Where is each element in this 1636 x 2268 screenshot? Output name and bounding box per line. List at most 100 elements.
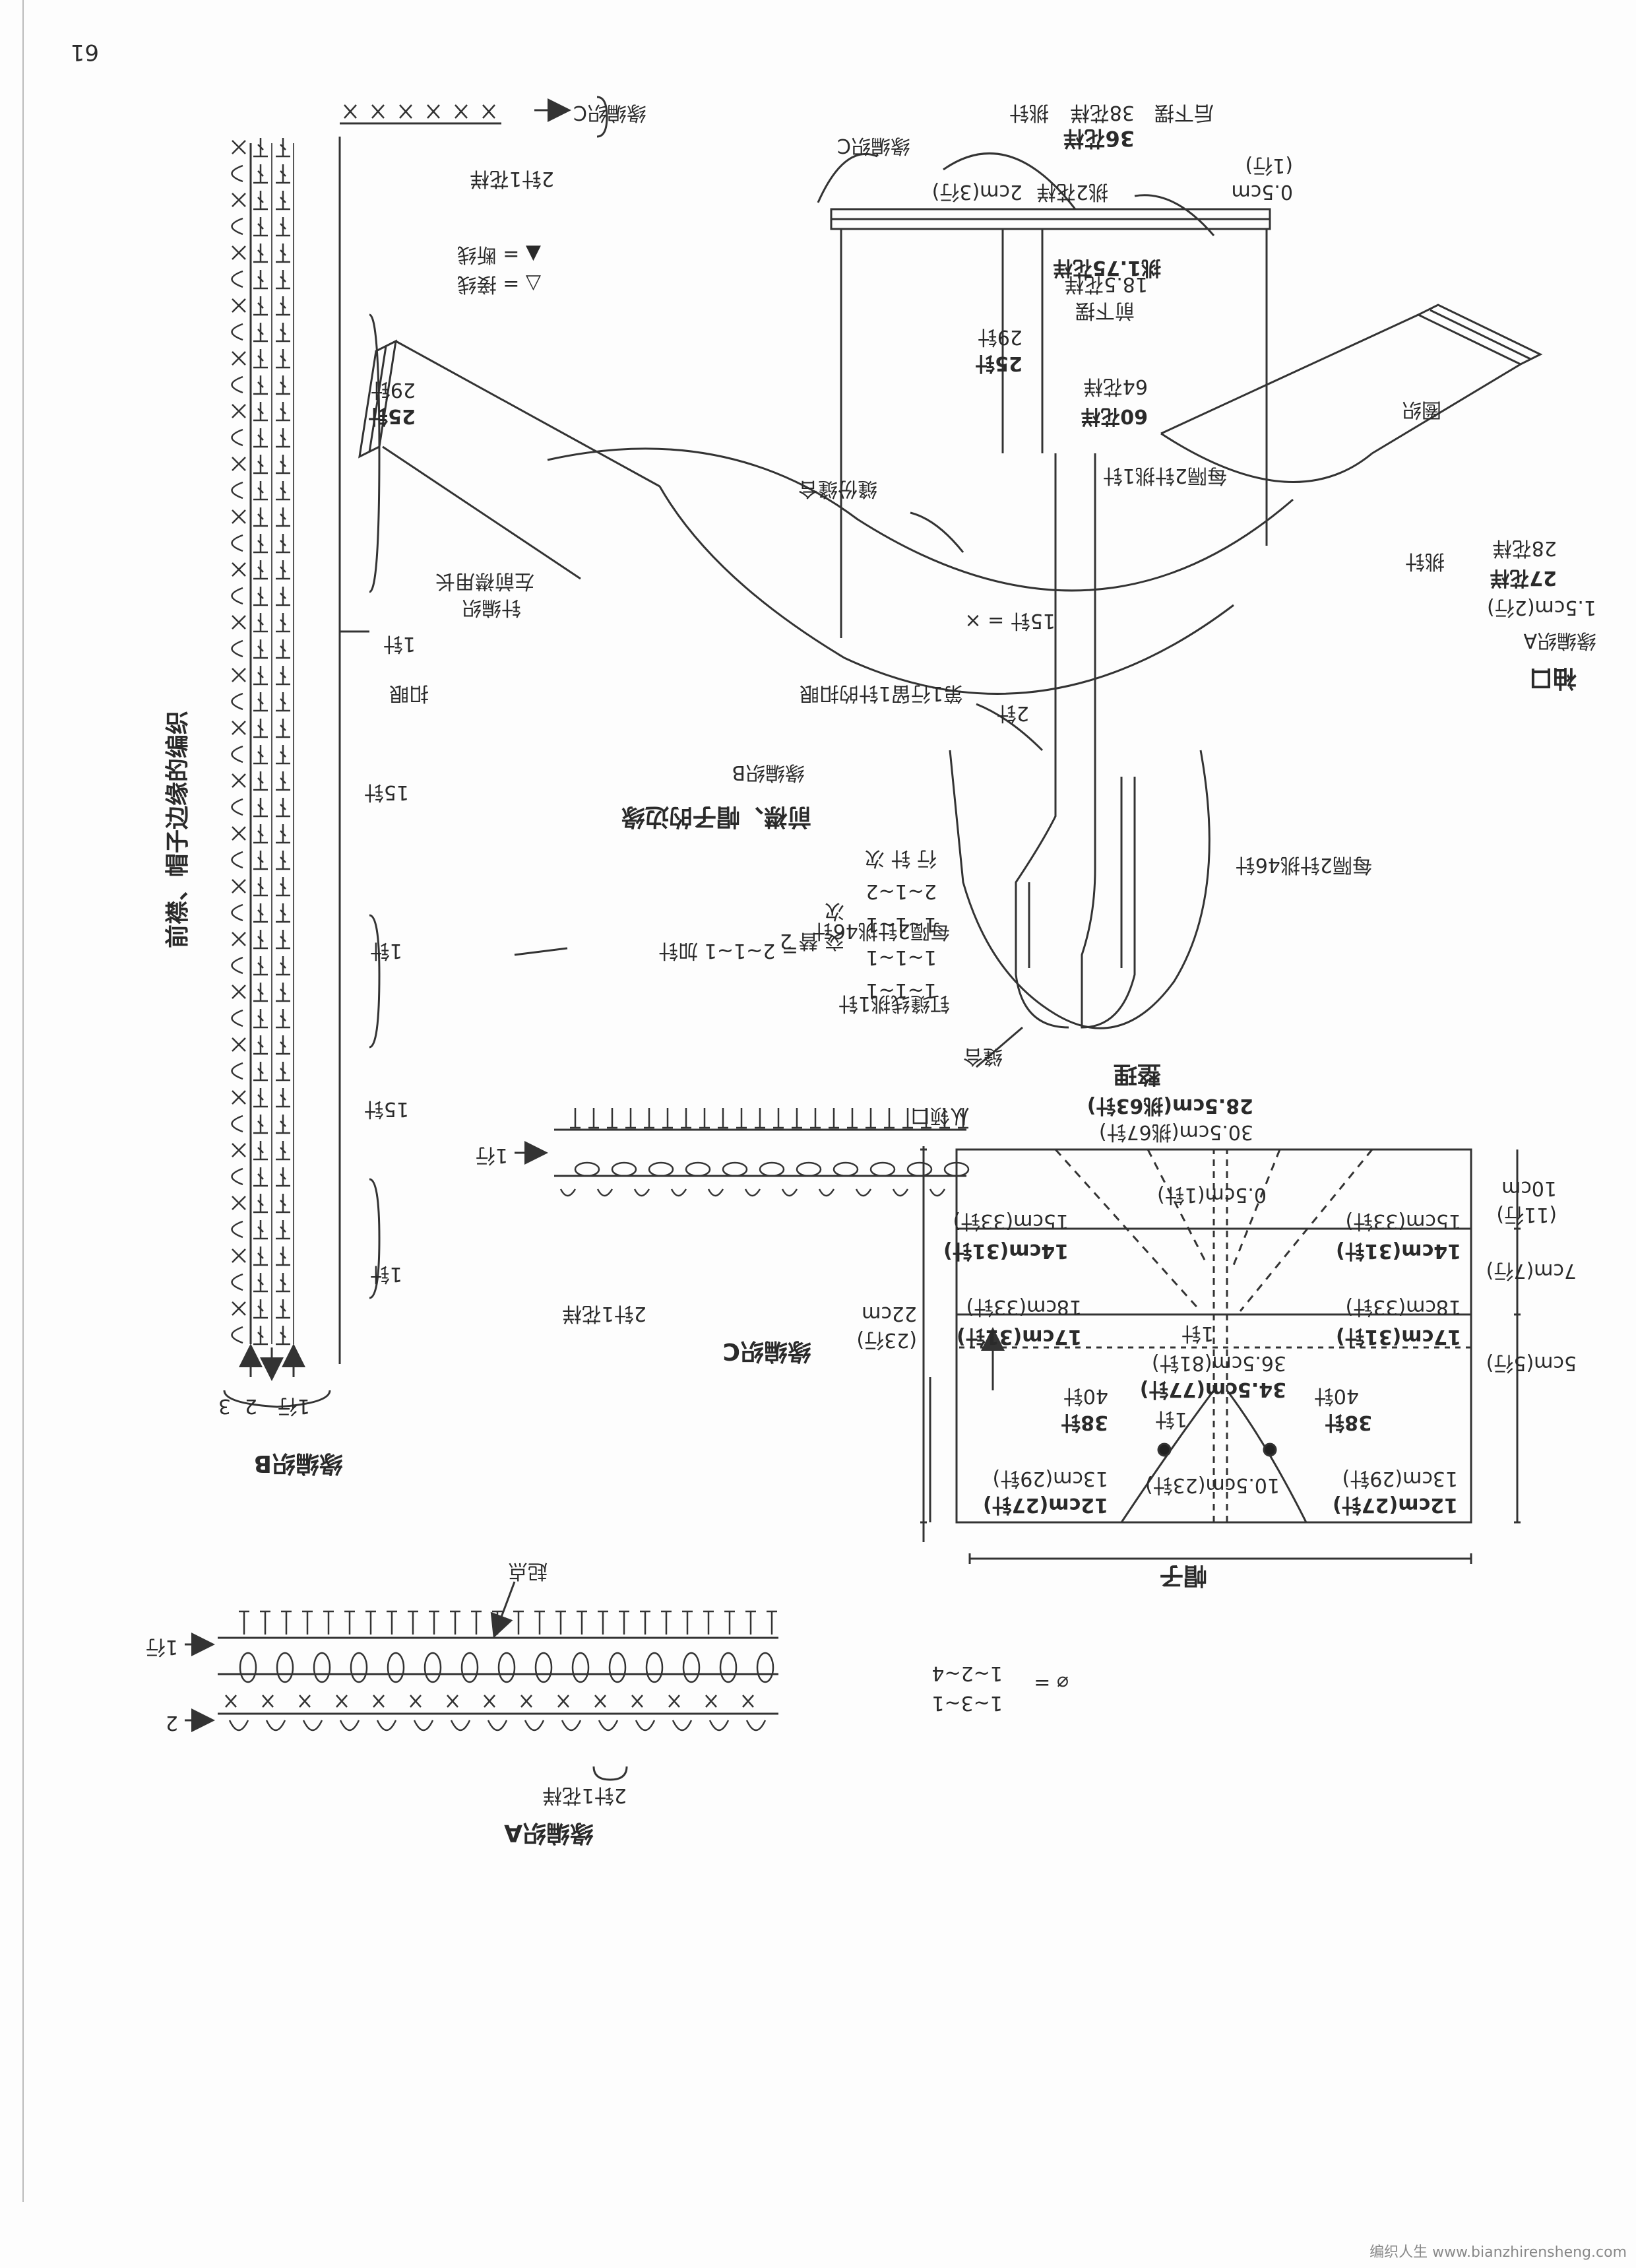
band-picot-symbol xyxy=(231,692,243,711)
edging-a-bobble-symbol xyxy=(276,1652,294,1683)
band-treble-symbol xyxy=(276,481,290,501)
edging-c-chain-symbol xyxy=(833,1161,859,1177)
band-1: 1针 xyxy=(369,939,402,962)
edging-c-picot-symbol xyxy=(559,1188,577,1197)
hood-row-38b: 38针 xyxy=(1325,1411,1372,1434)
band-sc-symbol xyxy=(232,457,246,471)
hood-mid-1b: 1针 xyxy=(1154,1408,1187,1431)
edging-c-picot-symbol xyxy=(781,1188,798,1197)
edging-c-dc-symbol xyxy=(755,1108,765,1129)
band-top-sc-symbol xyxy=(344,104,357,119)
band-top-sc-symbol xyxy=(427,104,440,119)
edging-c-stitch-symbols xyxy=(559,1108,970,1197)
band-treble-symbol xyxy=(253,1035,268,1055)
edging-a-dc-symbol xyxy=(323,1610,334,1635)
edging-a-dc-symbol xyxy=(724,1610,735,1635)
hood-row-38a: 38针 xyxy=(1061,1411,1108,1434)
hood-right-18: 18cm(33针) xyxy=(1345,1295,1461,1318)
band-repeat-2-1: 2针1花样 xyxy=(469,167,554,190)
band-treble-symbol xyxy=(276,613,290,633)
edging-a-sc-symbol xyxy=(410,1695,422,1708)
edging-a-dc-symbol xyxy=(745,1610,756,1635)
two-needles: 2针 xyxy=(996,701,1029,725)
band-treble-symbol xyxy=(253,983,268,1002)
band-picot-symbol xyxy=(231,851,243,869)
edge-05-rows: (1行) xyxy=(1245,154,1294,177)
inc-times: 次 xyxy=(825,899,844,923)
edging-a-sc-symbol xyxy=(336,1695,348,1708)
band-treble-symbol xyxy=(253,1167,268,1187)
back-hem-pick-unit: 挑针 xyxy=(1009,101,1049,124)
hood-right-17: 17cm(31针) xyxy=(1336,1325,1461,1348)
band-treble-symbol xyxy=(276,191,290,211)
edging-a-picot-symbol xyxy=(561,1720,582,1732)
band-treble-symbol xyxy=(253,903,268,923)
band-picot-symbol xyxy=(231,1220,243,1239)
edging-c-dc-symbol xyxy=(829,1108,839,1129)
edging-a-dc-symbol xyxy=(492,1610,503,1635)
edging-c-chain-symbol xyxy=(943,1161,970,1177)
edging-a-sc-symbol xyxy=(373,1695,385,1708)
edging-c-dc-symbol xyxy=(718,1108,728,1129)
edging-a-dc-symbol xyxy=(408,1610,418,1635)
front-hem-pick: 18.5花样 xyxy=(1064,273,1148,296)
band-edging-b: 缘编织B xyxy=(253,1450,343,1477)
hood-bot-105: 10.5cm(23针) xyxy=(1145,1474,1280,1497)
edging-a-picot-symbol xyxy=(708,1720,730,1732)
band-row-2: 3 xyxy=(218,1394,231,1417)
edging-c-dc-symbol xyxy=(699,1108,710,1129)
left-front-note-2: 针编织 xyxy=(462,596,521,619)
band-treble-symbol xyxy=(253,534,268,554)
band-treble-symbol xyxy=(253,745,268,765)
hood-h-22-rows: (23行) xyxy=(856,1328,917,1351)
edging-a-sc-symbol xyxy=(447,1695,458,1708)
edging-a-title: 缘编织A xyxy=(504,1819,594,1846)
band-picot-symbol xyxy=(231,270,243,288)
band-treble-symbol xyxy=(253,1009,268,1029)
hood-h-10-rows: (11行) xyxy=(1496,1203,1557,1226)
sleeve-seam: 缝份缝合 xyxy=(798,477,877,500)
band-treble-symbol xyxy=(276,323,290,342)
hood-h-22: 22cm xyxy=(862,1302,917,1325)
edging-a-picot-symbol xyxy=(598,1720,619,1732)
band-treble-symbol xyxy=(276,402,290,422)
edging-c-label: 缘编织C xyxy=(837,134,910,157)
edging-c-chain-symbol xyxy=(648,1161,674,1177)
edging-c-chain-symbol xyxy=(611,1161,637,1177)
band-treble-symbol xyxy=(253,191,268,211)
band-treble-symbol xyxy=(253,587,268,606)
band-treble-symbol xyxy=(253,455,268,474)
edging-a-dc-symbol xyxy=(471,1610,482,1635)
band-treble-symbol xyxy=(276,1115,290,1134)
edging-c-dc-symbol xyxy=(810,1108,821,1129)
edging-c-picot-symbol xyxy=(929,1188,946,1197)
edging-a-dc-symbol xyxy=(555,1610,566,1635)
band-treble-symbol xyxy=(253,1299,268,1319)
edging-c-dc-symbol xyxy=(773,1108,784,1129)
hood-mid-1a: 1针 xyxy=(1181,1322,1214,1345)
band-sc-symbol xyxy=(232,404,246,418)
edging-a-sc-symbol xyxy=(631,1695,643,1708)
band-treble-symbol xyxy=(276,507,290,527)
band-25: 25针 xyxy=(368,405,416,428)
legend-cut: ▲ = 断线 xyxy=(456,243,541,266)
band-treble-symbol xyxy=(276,692,290,712)
front-hem: 前下摆 xyxy=(1075,299,1135,322)
edging-a-picot-symbol xyxy=(413,1720,434,1732)
band-treble-symbol xyxy=(253,1194,268,1214)
band-treble-symbol xyxy=(253,375,268,395)
edging-a-bobble-symbol xyxy=(424,1652,442,1683)
band-one-needle: 1针 xyxy=(383,632,416,655)
edging-a-bobble-symbol xyxy=(682,1652,701,1683)
hood-top-05: 0.5cm(1针) xyxy=(1157,1183,1267,1206)
edging-a-dc-symbol xyxy=(344,1610,355,1635)
edging-a-row1: 1行 xyxy=(145,1635,178,1658)
band-treble-symbol xyxy=(276,1009,290,1029)
band-treble-symbol xyxy=(253,402,268,422)
band-treble-symbol xyxy=(253,719,268,738)
hood-row-40b: 40针 xyxy=(1313,1384,1359,1408)
cuff-rows: 1.5cm(2行) xyxy=(1487,596,1596,619)
hood-left-15: 15cm(33针) xyxy=(953,1210,1069,1233)
legend-join: △ = 接线 xyxy=(456,273,541,296)
hood-pick: 30.5cm(挑67针) xyxy=(1098,1120,1253,1144)
